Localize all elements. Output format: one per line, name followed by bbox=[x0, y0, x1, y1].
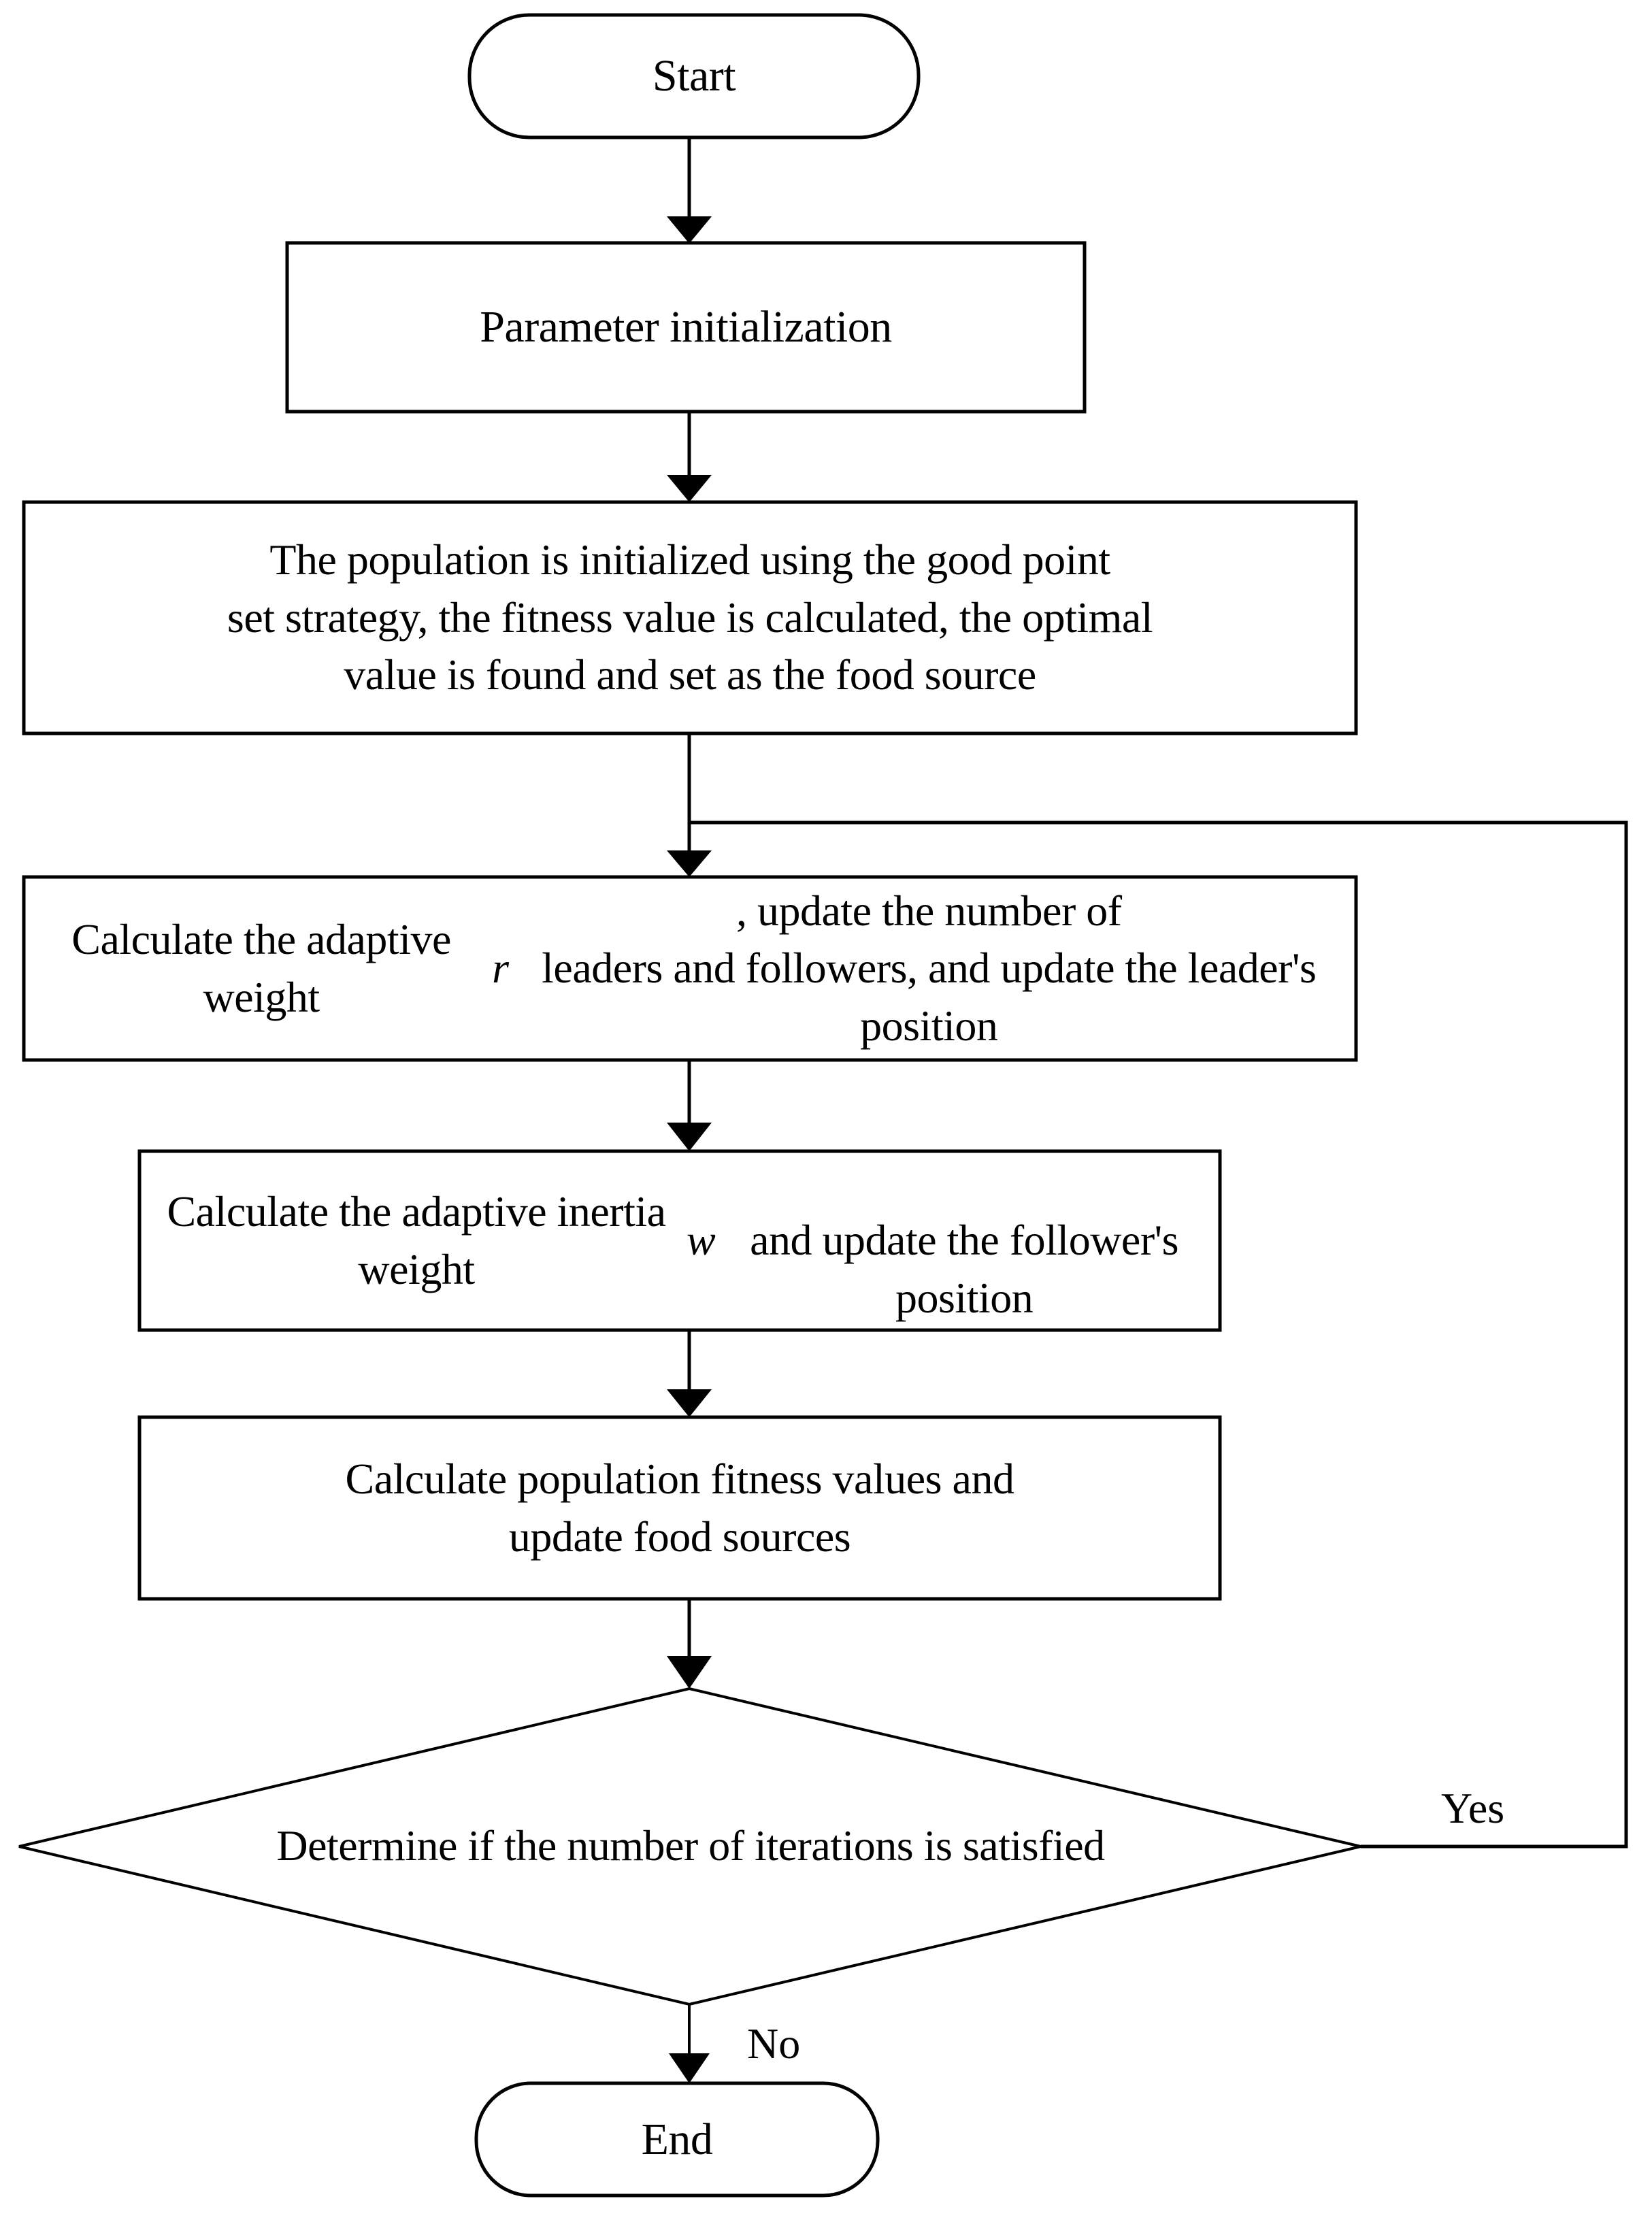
arrowhead-start-to-param-init bbox=[667, 216, 712, 244]
arrowhead-param-init-to-population-init bbox=[667, 475, 712, 502]
node-population-init-shape[interactable] bbox=[22, 500, 1358, 735]
node-end-shape[interactable] bbox=[474, 2081, 880, 2198]
node-inertia-weight-shape[interactable] bbox=[137, 1149, 1222, 1332]
node-fitness-update-shape[interactable] bbox=[137, 1415, 1222, 1601]
node-decision-shape[interactable] bbox=[18, 1687, 1361, 2006]
node-param-init-shape[interactable] bbox=[285, 241, 1087, 414]
node-adaptive-weight-shape[interactable] bbox=[22, 875, 1358, 1062]
arrowhead-decision-no-to-end bbox=[669, 2053, 710, 2083]
node-start-shape[interactable] bbox=[467, 13, 921, 139]
arrowhead-population-init-to-adaptive-weight bbox=[667, 850, 712, 877]
arrowhead-adaptive-weight-to-inertia-weight bbox=[667, 1123, 712, 1151]
edge-decision-yes-feedback bbox=[689, 821, 1628, 1849]
arrowhead-fitness-update-to-decision bbox=[667, 1656, 712, 1689]
arrowhead-inertia-weight-to-fitness-update bbox=[667, 1389, 712, 1417]
